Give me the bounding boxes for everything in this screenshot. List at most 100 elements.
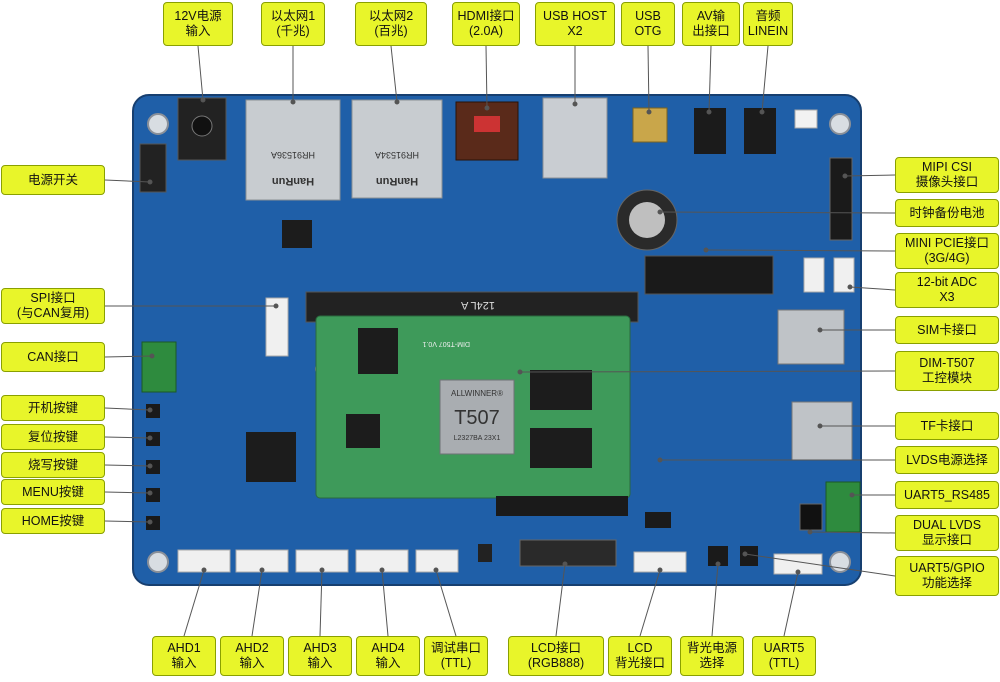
- callout-btn-home: HOME按键: [1, 508, 105, 534]
- leader-line-bl-pwr: [711, 563, 719, 637]
- leader-dot: [259, 567, 265, 573]
- debug-switch: [478, 544, 492, 562]
- usb-host-port: [542, 97, 608, 179]
- callout-line: DIM-T507: [919, 356, 975, 370]
- chip-brand: ALLWINNER®: [451, 389, 503, 398]
- callout-btn-power: 开机按键: [1, 395, 105, 421]
- linein-jack: [744, 108, 776, 154]
- callout-line: UART5_RS485: [904, 487, 990, 502]
- leader-dot: [562, 561, 568, 567]
- callout-tf: TF卡接口: [895, 412, 999, 440]
- callout-pcie: MINI PCIE接口(3G/4G): [895, 233, 999, 269]
- callout-line: 输入: [185, 24, 211, 38]
- leader-dot: [715, 561, 721, 567]
- callout-line: (TTL): [768, 656, 800, 670]
- leader-line-lcd-bl: [639, 569, 661, 637]
- callout-line: DUAL LVDS: [912, 518, 982, 532]
- callout-uart5-ttl: UART5(TTL): [752, 636, 816, 676]
- callout-sim: SIM卡接口: [895, 316, 999, 344]
- leader-dot: [147, 435, 153, 441]
- callout-line: 以太网2: [368, 9, 414, 23]
- leader-line-btn-power: [104, 407, 151, 411]
- callout-line: (与CAN复用): [16, 306, 90, 320]
- leader-line-mipi: [844, 174, 896, 177]
- callout-line: OTG: [634, 24, 662, 38]
- leader-line-ahd4: [381, 569, 389, 637]
- callout-line: 出接口: [692, 24, 730, 38]
- callout-line: 输入: [171, 656, 197, 670]
- slot-label: 124L A: [460, 299, 495, 311]
- leader-line-uart5-sel: [744, 553, 896, 577]
- eth-jack-1-model: HR91536A: [271, 150, 315, 160]
- callout-line: HDMI接口: [457, 9, 515, 23]
- leader-line-linein: [761, 45, 769, 113]
- callout-line: SPI接口: [30, 291, 76, 305]
- callout-line: 调试串口: [430, 641, 481, 655]
- leader-dot: [703, 247, 709, 253]
- callout-rs485: UART5_RS485: [895, 481, 999, 509]
- power-switch: [139, 143, 167, 193]
- leader-line-ahd3: [319, 569, 323, 637]
- leader-line-rtc: [659, 211, 896, 214]
- callout-line: LINEIN: [747, 24, 789, 38]
- callout-line: 复位按键: [27, 429, 78, 444]
- leader-line-power-switch: [104, 179, 151, 183]
- leader-dot: [795, 569, 801, 575]
- leader-line-ahd2: [251, 569, 263, 637]
- callout-bl-pwr: 背光电源选择: [680, 636, 744, 676]
- leader-line-dc12v: [197, 45, 204, 101]
- callout-line: (百兆): [374, 24, 408, 38]
- leader-dot: [817, 327, 823, 333]
- leader-dot: [759, 109, 765, 115]
- leader-dot: [657, 457, 663, 463]
- callout-line: UART5/GPIO: [909, 561, 985, 575]
- callout-line: MIPI CSI: [921, 160, 972, 174]
- gpio-header: [496, 496, 628, 516]
- callout-btn-burn: 烧写按键: [1, 452, 105, 478]
- callout-line: 输入: [307, 656, 333, 670]
- callout-line: AHD4: [371, 641, 405, 655]
- eth-phy-chip: [282, 220, 312, 248]
- callout-line: SIM卡接口: [917, 322, 977, 337]
- callout-line: LCD: [627, 641, 653, 655]
- top-white-connector: [794, 109, 818, 129]
- leader-dot: [807, 529, 813, 535]
- leader-line-btn-home: [104, 520, 151, 523]
- leader-dot: [147, 407, 153, 413]
- leader-dot: [147, 179, 153, 185]
- callout-line: X2: [567, 24, 583, 38]
- callout-line: CAN接口: [27, 349, 79, 364]
- callout-line: 背光电源: [686, 641, 737, 655]
- callout-line: 烧写按键: [27, 457, 78, 472]
- adc-connector-a: [803, 257, 825, 293]
- callout-eth2: 以太网2(百兆): [355, 2, 427, 46]
- leader-dot: [147, 490, 153, 496]
- leader-dot: [147, 463, 153, 469]
- bottom-connectors: [177, 549, 823, 575]
- callout-line: UART5: [763, 641, 805, 655]
- callout-btn-reset: 复位按键: [1, 424, 105, 450]
- eth-jack-1-brand: HanRun: [272, 175, 314, 187]
- leader-dot: [394, 99, 400, 105]
- lcd-rgb-connector: [519, 539, 617, 567]
- callout-lvds-pwr: LVDS电源选择: [895, 446, 999, 474]
- sim-slot: [777, 309, 845, 365]
- leader-dot: [290, 99, 296, 105]
- leader-dot: [273, 303, 279, 309]
- mipi-csi-connector: [829, 157, 853, 241]
- callout-line: AHD2: [235, 641, 269, 655]
- callout-line: 时钟备份电池: [909, 205, 985, 220]
- tactile-buttons: [146, 404, 160, 530]
- callout-lcd: LCD接口(RGB888): [508, 636, 604, 676]
- leader-dot: [572, 101, 578, 107]
- leader-dot: [433, 567, 439, 573]
- dc-jack: [177, 97, 227, 161]
- rs485-terminal: [825, 481, 861, 533]
- eth-jack-2-brand: HanRun: [376, 175, 418, 187]
- leader-line-dim: [519, 370, 896, 373]
